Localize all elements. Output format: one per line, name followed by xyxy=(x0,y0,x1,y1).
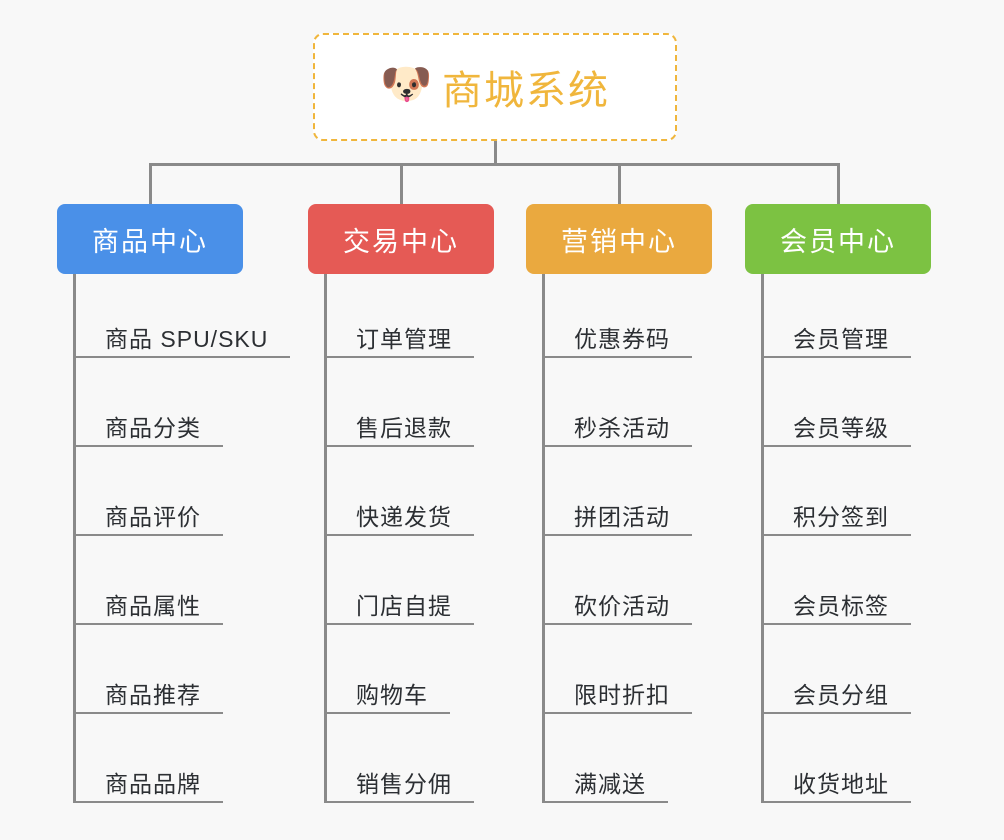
leaf-item[interactable]: 快递发货 xyxy=(324,490,474,536)
branch-trunk xyxy=(73,274,76,803)
leaf-item-label: 满减送 xyxy=(574,771,646,797)
dog-face-icon: 🐶 xyxy=(380,60,433,107)
connector-horizontal-bus xyxy=(150,163,840,166)
leaf-item[interactable]: 门店自提 xyxy=(324,579,474,625)
leaf-item[interactable]: 会员分组 xyxy=(761,668,911,714)
leaf-item[interactable]: 售后退款 xyxy=(324,401,474,447)
leaf-item-label: 商品推荐 xyxy=(105,682,201,708)
leaf-item-label: 商品属性 xyxy=(105,593,201,619)
leaf-item-label: 商品品牌 xyxy=(105,771,201,797)
leaf-item[interactable]: 商品品牌 xyxy=(73,757,223,803)
leaf-item-label: 售后退款 xyxy=(356,415,452,441)
leaf-item[interactable]: 商品分类 xyxy=(73,401,223,447)
leaf-item[interactable]: 销售分佣 xyxy=(324,757,474,803)
leaf-item[interactable]: 会员等级 xyxy=(761,401,911,447)
leaf-item-label: 秒杀活动 xyxy=(574,415,670,441)
leaf-item-label: 优惠券码 xyxy=(574,326,670,352)
leaf-item-label: 砍价活动 xyxy=(574,593,670,619)
leaf-item-label: 限时折扣 xyxy=(574,682,670,708)
category-box-3[interactable]: 营销中心 xyxy=(526,204,712,274)
leaf-item-label: 购物车 xyxy=(356,682,428,708)
leaf-item-label: 会员分组 xyxy=(793,682,889,708)
leaf-item-label: 商品评价 xyxy=(105,504,201,530)
leaf-item[interactable]: 砍价活动 xyxy=(542,579,692,625)
leaf-item-label: 会员等级 xyxy=(793,415,889,441)
branch-trunk xyxy=(542,274,545,803)
root-title: 商城系统 xyxy=(442,69,610,113)
leaf-item[interactable]: 商品属性 xyxy=(73,579,223,625)
connector-root-stem xyxy=(494,141,497,165)
leaf-item[interactable]: 秒杀活动 xyxy=(542,401,692,447)
leaf-item-label: 销售分佣 xyxy=(356,771,452,797)
leaf-item[interactable]: 优惠券码 xyxy=(542,312,692,358)
leaf-item-label: 拼团活动 xyxy=(574,504,670,530)
leaf-item-label: 收货地址 xyxy=(793,771,889,797)
connector-to-branch-2 xyxy=(400,163,403,204)
connector-to-branch-1 xyxy=(149,163,152,204)
branch-trunk xyxy=(761,274,764,803)
category-label: 会员中心 xyxy=(780,226,896,257)
leaf-item-label: 快递发货 xyxy=(356,504,452,530)
leaf-item-label: 门店自提 xyxy=(356,593,452,619)
branch-trunk xyxy=(324,274,327,803)
leaf-item[interactable]: 会员标签 xyxy=(761,579,911,625)
connector-to-branch-4 xyxy=(837,163,840,204)
leaf-item-label: 商品 SPU/SKU xyxy=(105,326,269,352)
category-box-2[interactable]: 交易中心 xyxy=(308,204,494,274)
leaf-item-label: 积分签到 xyxy=(793,504,889,530)
category-box-4[interactable]: 会员中心 xyxy=(745,204,931,274)
category-label: 营销中心 xyxy=(561,226,677,257)
leaf-item-label: 订单管理 xyxy=(356,326,452,352)
connector-to-branch-3 xyxy=(618,163,621,204)
leaf-item[interactable]: 订单管理 xyxy=(324,312,474,358)
leaf-item[interactable]: 积分签到 xyxy=(761,490,911,536)
leaf-item-label: 商品分类 xyxy=(105,415,201,441)
category-label: 交易中心 xyxy=(343,226,459,257)
leaf-item-label: 会员管理 xyxy=(793,326,889,352)
category-box-1[interactable]: 商品中心 xyxy=(57,204,243,274)
leaf-item[interactable]: 购物车 xyxy=(324,668,450,714)
leaf-item[interactable]: 会员管理 xyxy=(761,312,911,358)
leaf-item[interactable]: 拼团活动 xyxy=(542,490,692,536)
leaf-item[interactable]: 收货地址 xyxy=(761,757,911,803)
leaf-item[interactable]: 限时折扣 xyxy=(542,668,692,714)
leaf-item[interactable]: 商品推荐 xyxy=(73,668,223,714)
leaf-item[interactable]: 满减送 xyxy=(542,757,668,803)
leaf-item[interactable]: 商品评价 xyxy=(73,490,223,536)
leaf-item-label: 会员标签 xyxy=(793,593,889,619)
leaf-item[interactable]: 商品 SPU/SKU xyxy=(73,312,291,358)
category-label: 商品中心 xyxy=(92,226,208,257)
root-node[interactable]: 🐶 商城系统 xyxy=(313,33,677,141)
